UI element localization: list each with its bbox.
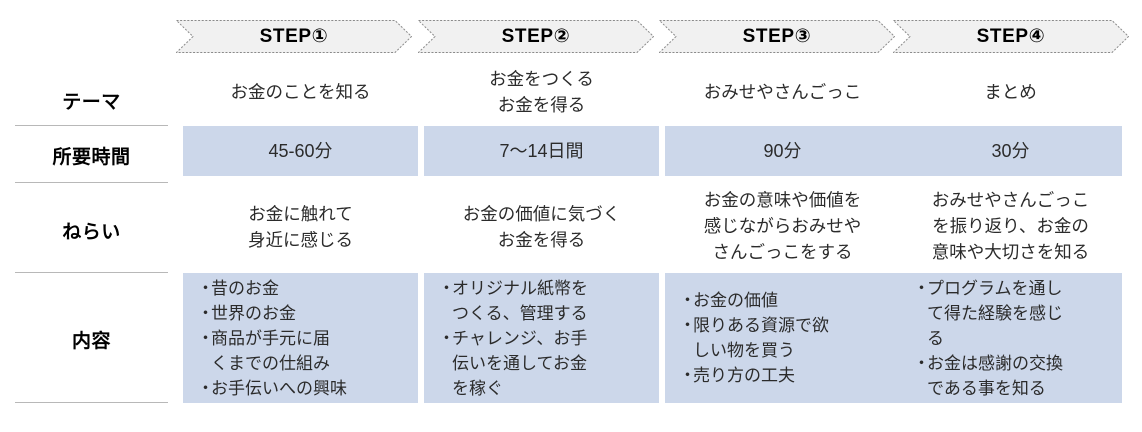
cell-aim-4-text: おみせやさんごっこ を振り返り、お金の 意味や大切さを知る	[931, 190, 1090, 262]
cell-contents-4: ・ プログラムを通し て得た経験を感じ る ・ お金は感謝の交換 である事を知る	[899, 273, 1122, 403]
bullet-icon: ・	[913, 353, 930, 373]
cell-theme-1: お金のことを知る	[183, 63, 418, 121]
cell-aim-2: お金の価値に気づく お金を得る	[424, 188, 659, 266]
list-item-text: お金の価値	[693, 291, 778, 310]
cell-theme-1-text: お金のことを知る	[230, 82, 371, 102]
cell-theme-3: おみせやさんごっこ	[665, 63, 900, 121]
list-item: ・ お金の価値	[679, 288, 890, 313]
bullet-icon: ・	[197, 378, 214, 398]
cell-theme-3-text: おみせやさんごっこ	[703, 82, 862, 102]
bullet-icon: ・	[913, 278, 930, 298]
step-header-1-label: STEP①	[259, 26, 329, 47]
cell-aim-3: お金の意味や価値を 感じながらおみせや さんごっこをする	[665, 183, 900, 269]
list-item-text: 限りある資源で欲 しい物を買う	[693, 316, 829, 360]
cell-aim-4: おみせやさんごっこ を振り返り、お金の 意味や大切さを知る	[899, 183, 1122, 269]
step-header-2-label: STEP②	[501, 26, 571, 47]
cell-duration-3: 90分	[665, 126, 900, 176]
bullet-icon: ・	[197, 278, 214, 298]
row-divider-aim-contents	[15, 272, 168, 273]
list-item: ・ お金は感謝の交換 である事を知る	[913, 351, 1112, 401]
cell-aim-1-text: お金に触れて 身近に感じる	[248, 204, 353, 250]
list-item-text: プログラムを通し て得た経験を感じ る	[927, 278, 1063, 348]
row-label-column: テーマ 所要時間 ねらい 内容	[15, 0, 168, 432]
bullet-icon: ・	[679, 316, 696, 335]
step-header-2[interactable]: STEP②	[418, 20, 654, 53]
cell-aim-3-text: お金の意味や価値を 感じながらおみせや さんごっこをする	[703, 190, 862, 262]
list-item-text: 昔のお金	[211, 278, 279, 298]
list-item: ・ 世界のお金	[197, 301, 408, 326]
row-label-aim: ねらい	[62, 222, 121, 243]
list-item-text: 商品が手元に届 くまでの仕組み	[211, 328, 330, 373]
list-item-text: お手伝いへの興味	[211, 378, 347, 398]
cell-duration-2: 7〜14日間	[424, 126, 659, 176]
list-item-text: お金は感謝の交換 である事を知る	[927, 353, 1063, 398]
cell-theme-2-text: お金をつくる お金を得る	[489, 69, 594, 115]
row-label-theme: テーマ	[62, 92, 121, 113]
step-header-3-label: STEP③	[742, 26, 812, 47]
list-item: ・ オリジナル紙幣を つくる、管理する	[438, 276, 649, 326]
list-item: ・ 限りある資源で欲 しい物を買う	[679, 313, 890, 363]
cell-duration-1-text: 45-60分	[268, 141, 333, 161]
list-item: ・ チャレンジ、お手 伝いを通してお金 を稼ぐ	[438, 326, 649, 401]
bullet-icon: ・	[197, 328, 214, 348]
cell-duration-4-text: 30分	[991, 141, 1030, 161]
list-item: ・ 商品が手元に届 くまでの仕組み	[197, 326, 408, 376]
row-divider-duration-aim	[15, 182, 168, 183]
list-item: ・ プログラムを通し て得た経験を感じ る	[913, 276, 1112, 351]
cell-theme-4: まとめ	[899, 63, 1122, 121]
step-header-3[interactable]: STEP③	[659, 20, 895, 53]
cell-theme-4-text: まとめ	[984, 82, 1037, 102]
row-divider-theme-duration	[15, 125, 168, 126]
list-item-text: 売り方の工夫	[693, 366, 795, 385]
row-label-duration: 所要時間	[52, 147, 131, 168]
list-item: ・ 昔のお金	[197, 276, 408, 301]
bullet-icon: ・	[679, 291, 696, 310]
cell-duration-1: 45-60分	[183, 126, 418, 176]
bullet-icon: ・	[438, 278, 455, 298]
bullet-icon: ・	[438, 328, 455, 348]
cell-contents-1: ・ 昔のお金 ・ 世界のお金 ・ 商品が手元に届 くまでの仕組み ・ お手伝いへ…	[183, 273, 418, 403]
row-label-contents: 内容	[71, 331, 111, 352]
step-header-4[interactable]: STEP④	[893, 20, 1129, 53]
list-item-text: 世界のお金	[211, 303, 296, 323]
bullet-icon: ・	[679, 366, 696, 385]
list-item-text: チャレンジ、お手 伝いを通してお金 を稼ぐ	[452, 328, 588, 398]
list-item: ・ 売り方の工夫	[679, 363, 890, 388]
cell-aim-1: お金に触れて 身近に感じる	[183, 188, 418, 266]
list-item-text: オリジナル紙幣を つくる、管理する	[452, 278, 588, 323]
cell-duration-2-text: 7〜14日間	[499, 141, 584, 161]
cell-theme-2: お金をつくる お金を得る	[424, 63, 659, 121]
step-header-4-label: STEP④	[976, 26, 1046, 47]
cell-aim-2-text: お金の価値に気づく お金を得る	[462, 204, 621, 250]
cell-contents-2: ・ オリジナル紙幣を つくる、管理する ・ チャレンジ、お手 伝いを通してお金 …	[424, 273, 659, 403]
cell-contents-3: ・ お金の価値 ・ 限りある資源で欲 しい物を買う ・ 売り方の工夫	[665, 273, 900, 403]
row-divider-bottom	[15, 402, 168, 403]
cell-duration-4: 30分	[899, 126, 1122, 176]
cell-duration-3-text: 90分	[763, 141, 802, 161]
step-header-1[interactable]: STEP①	[176, 20, 412, 53]
list-item: ・ お手伝いへの興味	[197, 376, 408, 401]
bullet-icon: ・	[197, 303, 214, 323]
